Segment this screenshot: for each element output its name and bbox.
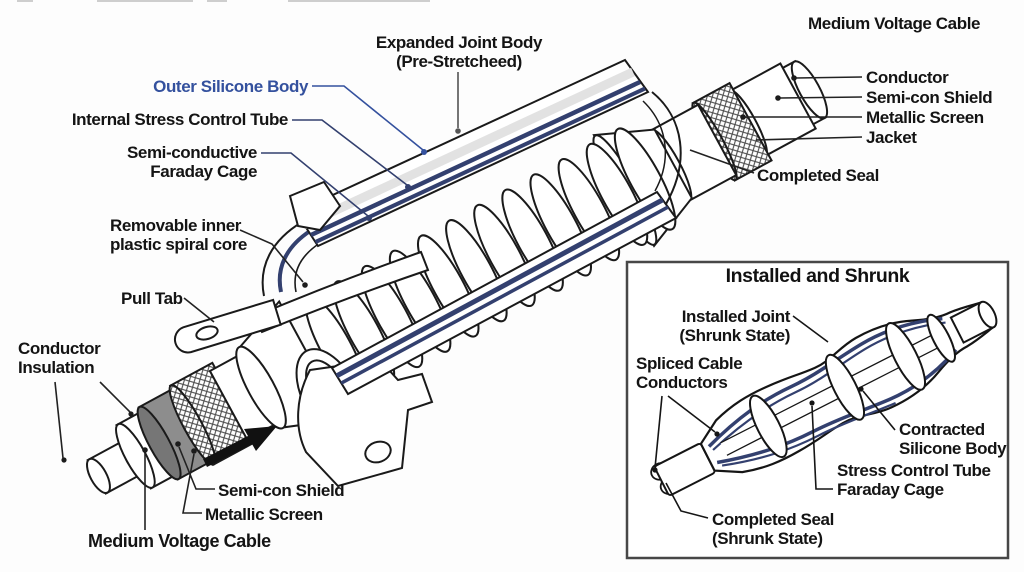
label-line: Faraday Cage: [150, 162, 257, 182]
label-line: Installed Joint: [681, 307, 791, 326]
leader-semicon-top: [779, 96, 863, 99]
label-line: plastic spiral core: [110, 235, 247, 255]
label-line: (Shrunk State): [679, 326, 790, 346]
label-line: Spliced Cable: [636, 354, 743, 373]
inset-title: Installed and Shrunk: [725, 265, 910, 287]
label-line: Completed Seal: [712, 510, 834, 529]
label-metallic-screen-top: Metallic Screen: [866, 108, 984, 127]
leader-metallic-bottom: [182, 453, 202, 514]
pull-tab-hole: [195, 325, 219, 341]
outer-silicone-body-strip: [288, 58, 650, 248]
pull-tab-assembly: [173, 250, 430, 354]
label-line: (Pre-Stretcheed): [396, 52, 522, 72]
inset-ring-3: [885, 322, 926, 391]
label-stress-control-tube-faraday: Stress Control Tube Faraday Cage: [837, 461, 991, 499]
shell-end-arcs: [261, 91, 682, 297]
label-line: Conductor: [18, 339, 101, 358]
inset-ring-2: [824, 353, 866, 421]
right-conductor-cap: [790, 60, 829, 120]
leader-removable-core: [239, 229, 304, 283]
label-line: Stress Control Tube: [837, 461, 991, 480]
label-line: Silicone Body: [899, 439, 1007, 459]
label-outer-silicone-body: Outer Silicone Body: [153, 77, 308, 96]
left-metallic-screen-rim: [168, 384, 217, 466]
left-conductor-cap: [86, 457, 111, 494]
label-medium-voltage-cable-top: Medium Voltage Cable: [808, 14, 981, 33]
stress-control-tube-stripe: [310, 79, 641, 238]
label-conductor-insulation: Conductor Insulation: [18, 339, 101, 378]
label-semi-con-shield-bottom: Semi-con Shield: [218, 481, 345, 500]
label-expanded-joint-body: Expanded Joint Body (Pre-Stretcheed): [369, 33, 549, 71]
cropped-text-remnant: [207, 0, 227, 2]
leader-completed-seal-top: [689, 149, 755, 174]
main-joint-assembly: [86, 59, 829, 495]
main-leader-dots: [61, 75, 797, 463]
inset-right-cable-cap: [977, 300, 998, 329]
inset-ring-1: [749, 394, 788, 459]
leader-faraday-cage: [261, 152, 369, 217]
leader-insulation-left: [99, 381, 131, 413]
leader-installed-joint: [792, 315, 829, 343]
inset-leader-dots: [652, 386, 864, 473]
label-semi-conductive-faraday-cage: Semi-conductive Faraday Cage: [127, 143, 257, 181]
inset-panel: [625, 260, 1010, 560]
label-line: (Shrunk State): [712, 529, 823, 549]
leader-semicon-bottom: [178, 446, 215, 490]
spiral-core-ribbon: [251, 250, 430, 334]
label-line: Conductors: [636, 373, 728, 393]
label-spliced-cable-conductors: Spliced Cable Conductors: [636, 354, 743, 393]
leader-stress-faraday: [811, 405, 833, 490]
label-conductor-top: Conductor: [866, 68, 949, 87]
label-completed-seal-top: Completed Seal: [757, 166, 879, 185]
leader-pull-tab: [183, 297, 215, 323]
leader-conductor-left: [54, 381, 64, 459]
label-medium-voltage-cable-bottom: Medium Voltage Cable: [88, 531, 271, 551]
label-semi-con-shield-top: Semi-con Shield: [866, 88, 993, 107]
label-metallic-screen-bottom: Metallic Screen: [205, 505, 323, 524]
leader-completed-seal-inset: [665, 482, 709, 519]
direction-arrow: [203, 426, 277, 467]
label-line: Insulation: [18, 358, 95, 378]
lower-shell-strip: [330, 190, 678, 396]
label-installed-joint: Installed Joint (Shrunk State): [679, 307, 790, 345]
inset-ring-4: [926, 313, 956, 363]
strip-end-clip: [288, 180, 342, 232]
bracket-hole: [364, 440, 392, 464]
label-line: Removable inner: [110, 216, 241, 235]
left-bell-mouth: [235, 345, 287, 430]
cropped-text-remnant: [288, 0, 430, 2]
cropped-text-remnant: [17, 0, 33, 2]
label-jacket-top: Jacket: [866, 128, 917, 147]
leader-spliced-a: [654, 395, 663, 469]
leader-stress-control-tube: [292, 119, 408, 186]
main-leader-lines: [54, 72, 863, 530]
shrunk-joint-drawing: [650, 300, 998, 496]
label-contracted-silicone-body: Contracted Silicone Body: [899, 420, 1007, 459]
label-line: Contracted: [899, 420, 985, 439]
label-line: Semi-conductive: [126, 143, 257, 162]
leader-outer-silicone-body: [312, 85, 424, 151]
leader-spliced-b: [667, 395, 716, 433]
leader-contracted: [862, 390, 896, 431]
left-semicon-rim: [136, 405, 182, 481]
bracket-flange: [297, 358, 434, 488]
leader-conductor-top: [795, 76, 863, 79]
label-line: Faraday Cage: [837, 480, 944, 500]
leader-jacket-top: [755, 136, 863, 141]
label-pull-tab: Pull Tab: [121, 289, 183, 308]
label-internal-stress-control-tube: Internal Stress Control Tube: [71, 110, 289, 129]
inset-leader-lines: [654, 315, 896, 519]
label-line: Expanded Joint Body: [375, 33, 543, 52]
label-removable-core: Removable inner plastic spiral core: [110, 216, 247, 254]
cropped-text-remnant: [97, 0, 193, 2]
label-completed-seal-inset: Completed Seal (Shrunk State): [712, 510, 834, 548]
